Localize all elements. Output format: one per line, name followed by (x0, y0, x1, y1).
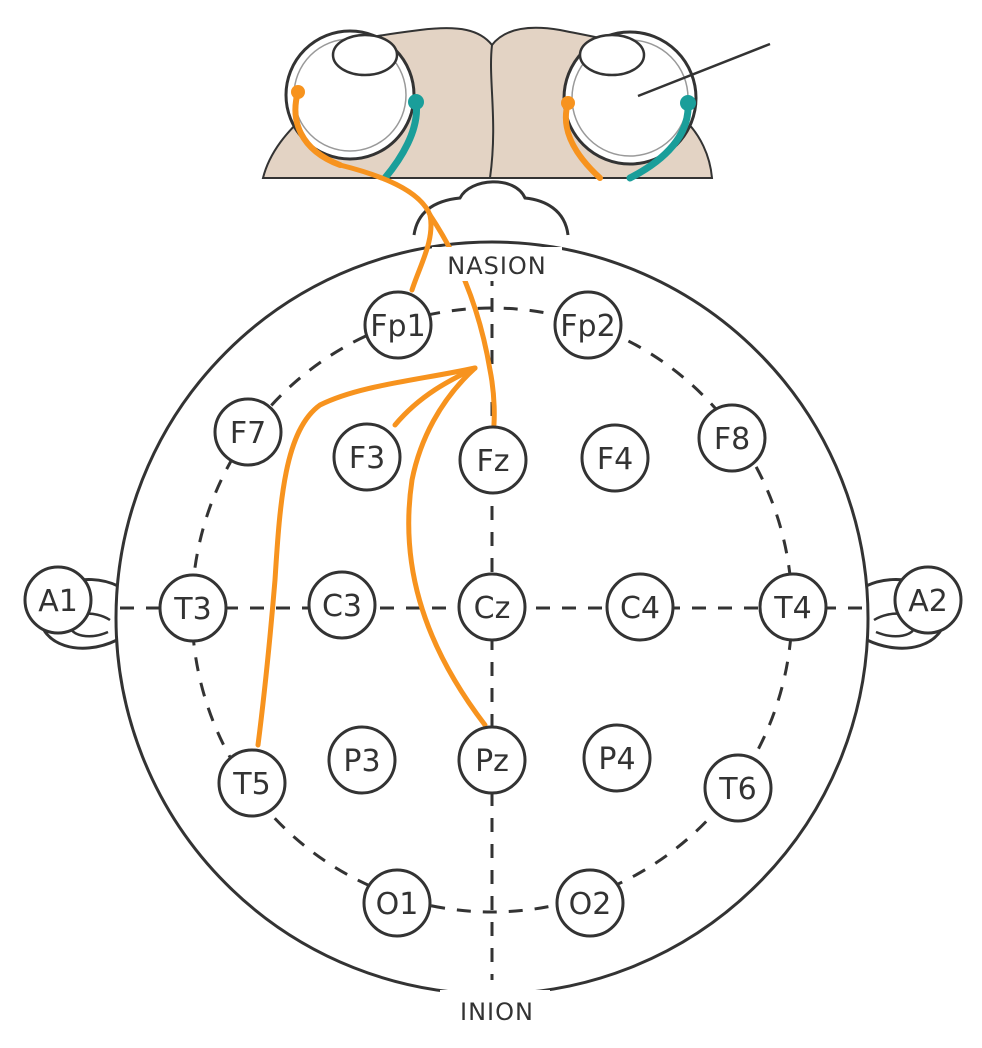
electrode-circle (457, 725, 527, 795)
electrode-circle (582, 723, 652, 793)
electrode-label: C4 (620, 591, 660, 626)
electrode-label: P4 (598, 742, 635, 777)
eye-brain-anatomy (261, 26, 771, 182)
electrode-t6: T6 (703, 753, 773, 823)
pathway-to-t5 (255, 365, 478, 748)
electrode-c3: C3 (307, 570, 377, 640)
electrode-label: O1 (376, 887, 419, 922)
pathway-to-pz (406, 365, 488, 728)
nerve-pathways (255, 162, 497, 748)
electrode-circle (758, 572, 828, 642)
electrode-label: T5 (232, 767, 270, 802)
left-eye-orange-nerve (292, 89, 343, 168)
electrode-t5: T5 (217, 748, 287, 818)
electrode-label: A1 (38, 584, 78, 619)
nasion-label-bg (432, 247, 562, 281)
electrode-fz: Fz (458, 425, 528, 495)
right-eye-orange-nerve (562, 100, 603, 181)
electrode-circle (703, 753, 773, 823)
electrode-circle (363, 290, 433, 360)
electrode-label: T3 (173, 592, 211, 627)
electrode-label: Fz (476, 444, 509, 479)
inion-label-bg (440, 990, 550, 1026)
electrode-circle (555, 868, 625, 938)
electrode-circle (362, 868, 432, 938)
electrode-fp1: Fp1 (363, 290, 433, 360)
electrode-a1: A1 (23, 565, 93, 635)
electrode-label: F7 (230, 416, 266, 451)
electrode-fp2: Fp2 (553, 290, 623, 360)
right-eye-teal-nerve (626, 99, 692, 182)
electrode-circle (217, 748, 287, 818)
electrode-t3: T3 (158, 573, 228, 643)
electrode-label: T6 (718, 772, 756, 807)
electrode-circle (327, 725, 397, 795)
electrode-f8: F8 (697, 403, 767, 473)
electrode-circle (23, 565, 93, 635)
electrode-circle (697, 403, 767, 473)
electrode-circle (213, 397, 283, 467)
inion-label: INION (460, 998, 534, 1026)
electrode-circle (307, 570, 377, 640)
pointer-line (637, 42, 771, 98)
electrode-f4: F4 (580, 423, 650, 493)
brain-fissure (489, 44, 495, 179)
right-eye (561, 30, 698, 182)
electrode-label: O2 (569, 887, 612, 922)
electrode-label: F3 (349, 441, 385, 476)
electrode-circle (893, 565, 963, 635)
electrode-a2: A2 (893, 565, 963, 635)
nose (412, 180, 570, 236)
electrode-o2: O2 (555, 868, 625, 938)
electrode-o1: O1 (362, 868, 432, 938)
electrode-f3: F3 (332, 422, 402, 492)
left-eye (284, 29, 424, 182)
left-eye-teal-nerve (381, 98, 421, 182)
electrode-p3: P3 (327, 725, 397, 795)
electrode-circle (553, 290, 623, 360)
electrode-label: F4 (597, 442, 633, 477)
electrode-label: F8 (714, 422, 750, 457)
electrode-label: Fp2 (560, 309, 615, 344)
electrode-pz: Pz (457, 725, 527, 795)
electrode-circle (457, 572, 527, 642)
electrode-circle (580, 423, 650, 493)
electrode-circle (332, 422, 402, 492)
electrode-circle (605, 572, 675, 642)
electrode-f7: F7 (213, 397, 283, 467)
electrode-label: Cz (474, 591, 511, 626)
electrode-label: Fp1 (370, 309, 425, 344)
electrode-circle (158, 573, 228, 643)
electrode-cz: Cz (457, 572, 527, 642)
electrode-c4: C4 (605, 572, 675, 642)
electrode-circle (458, 425, 528, 495)
electrode-t4: T4 (758, 572, 828, 642)
nasion-label: NASION (447, 252, 547, 280)
electrode-label: Pz (475, 744, 509, 779)
electrode-label: C3 (322, 589, 362, 624)
electrode-label: T4 (773, 591, 811, 626)
electrode-p4: P4 (582, 723, 652, 793)
electrode-label: P3 (343, 744, 380, 779)
electrode-label: A2 (908, 584, 948, 619)
